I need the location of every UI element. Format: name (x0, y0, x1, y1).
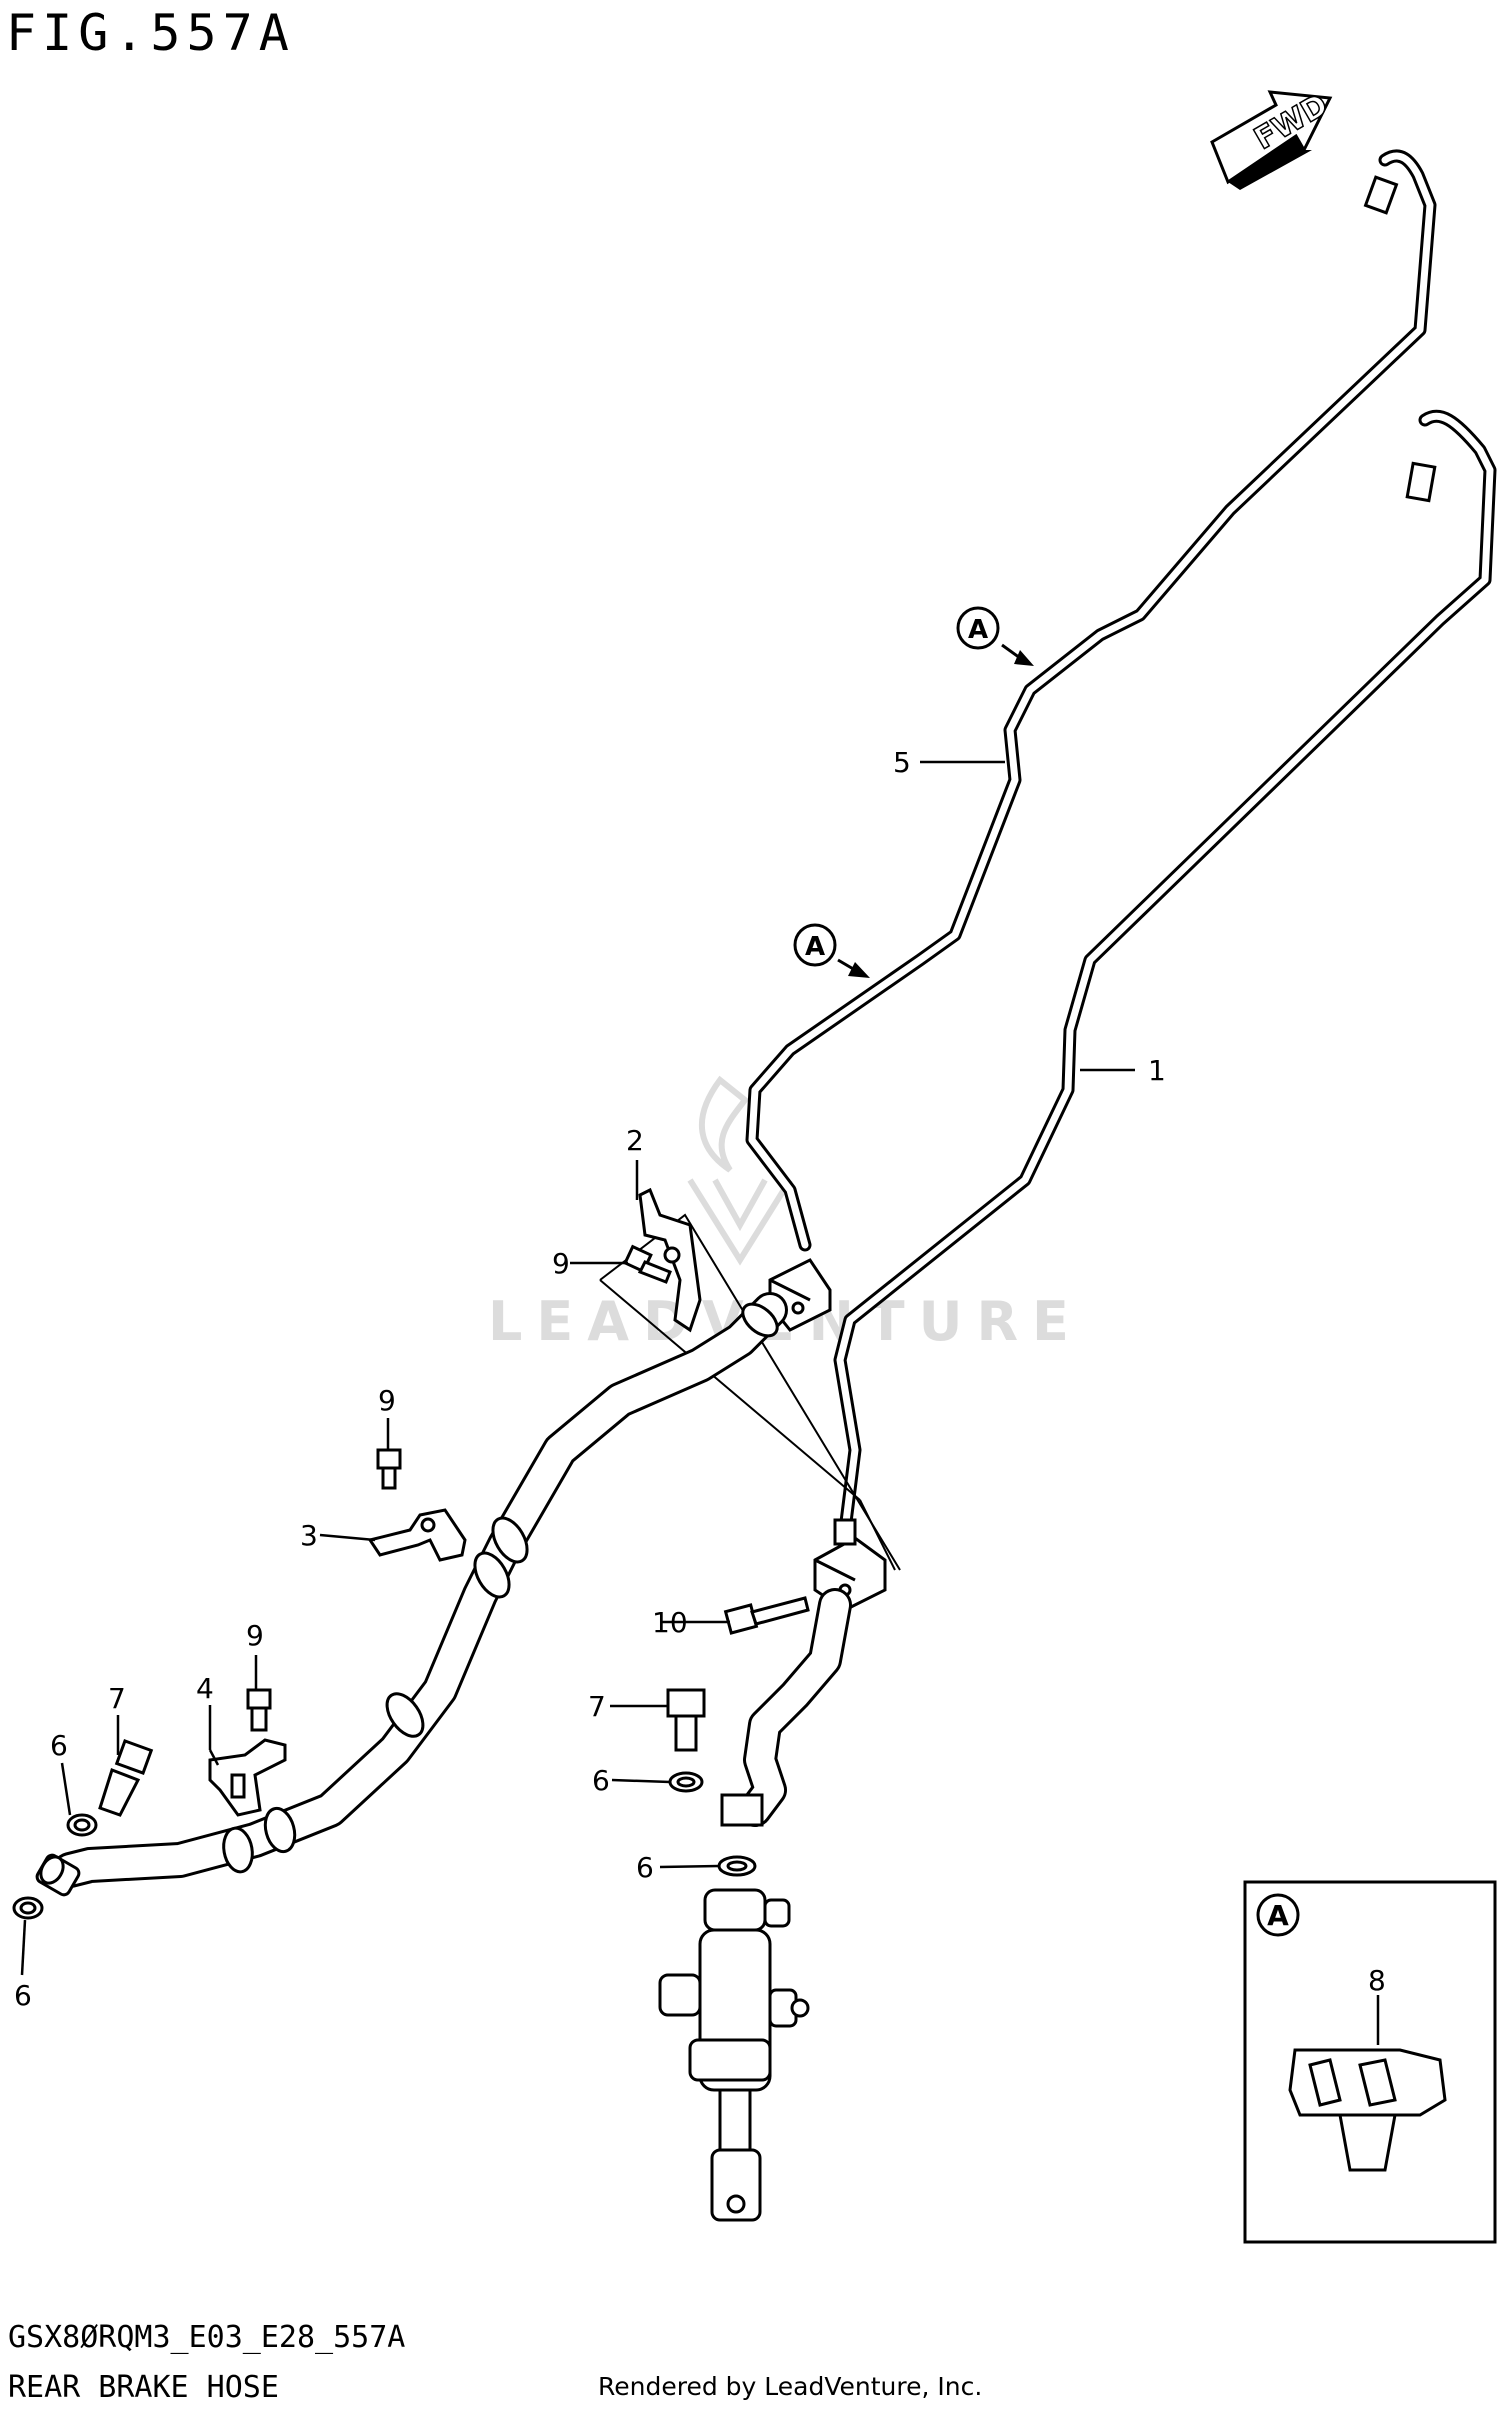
callout-3: 3 (300, 1519, 318, 1552)
left-banjo-fitting (35, 1853, 81, 1897)
bolt-9-lower (246, 1688, 272, 1732)
marker-a-lower-label: A (805, 932, 825, 962)
bolt-10 (723, 1596, 810, 1635)
bolt-9-mid (376, 1448, 402, 1490)
figure-caption: REAR BRAKE HOSE (8, 2370, 279, 2405)
rear-master-cylinder (658, 1888, 810, 2222)
callout-9-lower: 9 (246, 1619, 264, 1652)
callout-9-mid: 9 (378, 1384, 396, 1417)
callout-6-left-upper: 6 (50, 1729, 68, 1762)
marker-a-upper-label: A (968, 615, 988, 645)
banjo-bolt-7-left (98, 1739, 154, 1817)
figure-title: FIG.557A (6, 4, 295, 62)
marker-a-lower: A (793, 923, 870, 978)
rear-brake-hose (52, 1292, 788, 1888)
callout-5: 5 (893, 746, 911, 779)
marker-a-upper: A (956, 606, 1034, 666)
callout-4: 4 (196, 1672, 214, 1705)
brake-pipe-1 (833, 409, 1497, 1537)
washer-6-left-lower (12, 1896, 44, 1920)
clamp-3 (367, 1508, 467, 1562)
pipe-clip-8 (1288, 2048, 1447, 2172)
clamp-4 (208, 1738, 287, 1817)
callout-2: 2 (626, 1124, 644, 1157)
fwd-arrow-icon: FWD (1210, 87, 1335, 190)
callout-6-center: 6 (592, 1764, 610, 1797)
detail-a-marker: A (1267, 1899, 1289, 1932)
callout-6-left-lower: 6 (14, 1979, 32, 2012)
callout-9-upper: 9 (552, 1247, 570, 1280)
callout-7-center: 7 (588, 1690, 606, 1723)
washer-6-left-upper (66, 1813, 98, 1837)
washer-6-lower (717, 1855, 757, 1877)
callout-10: 10 (652, 1606, 688, 1639)
callout-1: 1 (1148, 1054, 1166, 1087)
rendered-by: Rendered by LeadVenture, Inc. (598, 2372, 983, 2401)
callout-8: 8 (1368, 1964, 1386, 1997)
callout-7-left: 7 (108, 1682, 126, 1715)
callout-6-lower: 6 (636, 1851, 654, 1884)
banjo-bolt-7-center (666, 1688, 706, 1752)
brake-pipe-5 (745, 149, 1437, 1252)
bolt-9-upper (623, 1244, 672, 1284)
callout-numbers: 1 2 3 4 5 9 9 9 10 7 7 6 6 6 6 8 (14, 746, 1386, 2012)
callout-leaders (20, 760, 1380, 2045)
watermark-logo (687, 1075, 793, 1266)
washer-6-center (668, 1771, 704, 1793)
bracket-2 (638, 1187, 702, 1333)
master-cylinder-hose (720, 1588, 852, 1827)
model-code: GSX8ØRQM3_E03_E28_557A (8, 2320, 406, 2355)
